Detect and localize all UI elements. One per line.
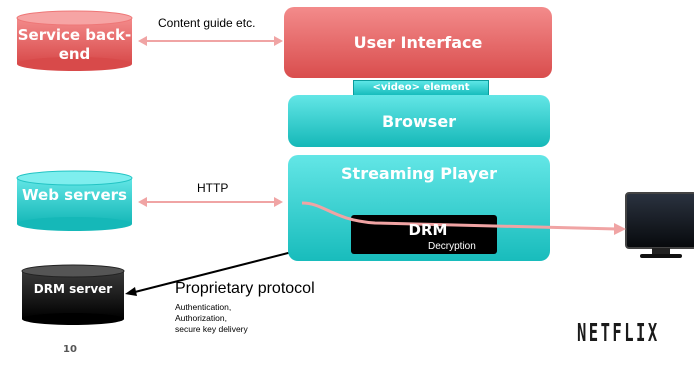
drm-decryption-label: Decryption	[428, 241, 476, 252]
proprietary-protocol-label: Proprietary protocol	[175, 280, 315, 297]
browser-label: Browser	[381, 111, 457, 131]
web-servers-cylinder	[16, 170, 133, 231]
page-number: 10	[63, 344, 77, 355]
content-guide-arrow	[138, 36, 283, 46]
tv-icon	[625, 192, 694, 258]
user-interface-label: User Interface	[353, 33, 483, 52]
netflix-logo: NETFLIX	[577, 318, 660, 347]
streaming-player-label: Streaming Player	[341, 164, 497, 183]
http-arrow	[138, 197, 283, 207]
service-backend-cylinder	[16, 10, 133, 71]
video-element-tab: <video> element	[353, 80, 489, 96]
protocol-details-label: Authentication, Authorization, secure ke…	[175, 302, 248, 335]
drm-server-cylinder	[21, 264, 125, 325]
user-interface-box: User Interface	[284, 7, 552, 78]
content-guide-label: Content guide etc.	[158, 16, 256, 30]
browser-box: Browser	[288, 95, 550, 147]
drm-server-label: DRM server	[33, 282, 113, 296]
drm-label: DRM	[408, 221, 448, 239]
service-backend-label: Service back-end	[17, 26, 132, 63]
http-label: HTTP	[197, 181, 229, 195]
web-servers-label: Web servers	[22, 186, 127, 204]
